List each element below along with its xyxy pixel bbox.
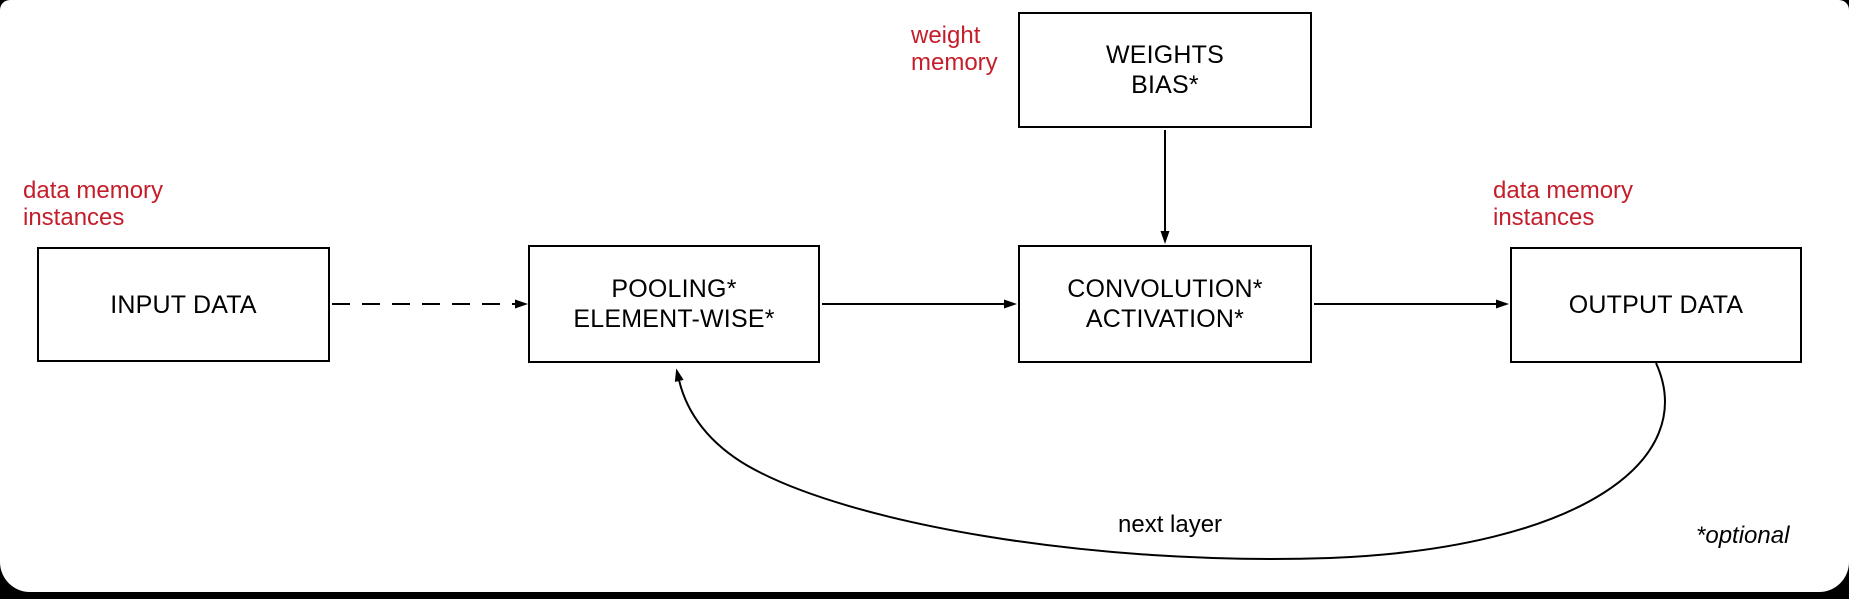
node-pooling-label-line1: POOLING*	[611, 275, 737, 303]
node-convolution-activation: CONVOLUTION* ACTIVATION*	[1018, 245, 1312, 363]
annotation-weight-memory-line1: weight	[911, 22, 981, 49]
node-pooling-element-wise: POOLING* ELEMENT-WISE*	[528, 245, 820, 363]
node-pooling-label-line2: ELEMENT-WISE*	[573, 305, 775, 333]
annotation-data-memory-left-line1: data memory	[23, 177, 164, 204]
node-convolution-label-line1: CONVOLUTION*	[1067, 275, 1263, 303]
annotation-optional-note: *optional	[1696, 523, 1789, 549]
node-input-data: INPUT DATA	[37, 247, 330, 362]
annotation-weight-memory: weight memory	[911, 22, 998, 76]
node-weights-bias: WEIGHTS BIAS*	[1018, 12, 1312, 128]
annotation-optional-note-label: *optional	[1696, 522, 1790, 549]
annotation-data-memory-instances-left: data memory instances	[23, 177, 163, 231]
node-weights-label-line1: WEIGHTS	[1105, 41, 1225, 69]
annotation-data-memory-instances-right: data memory instances	[1493, 177, 1633, 231]
node-weights-label-line2: BIAS*	[1131, 71, 1199, 99]
node-convolution-label-line2: ACTIVATION*	[1085, 305, 1245, 333]
annotation-weight-memory-line2: memory	[911, 49, 998, 76]
annotation-next-layer-label: next layer	[1118, 511, 1223, 538]
node-input-data-label: INPUT DATA	[110, 290, 257, 319]
annotation-data-memory-right-line1: data memory	[1493, 177, 1634, 204]
annotation-data-memory-right-line2: instances	[1493, 204, 1595, 231]
annotation-next-layer: next layer	[1118, 512, 1222, 538]
node-output-data-label: OUTPUT DATA	[1568, 291, 1744, 319]
node-output-data: OUTPUT DATA	[1510, 247, 1802, 363]
annotation-data-memory-left-line2: instances	[23, 204, 125, 231]
